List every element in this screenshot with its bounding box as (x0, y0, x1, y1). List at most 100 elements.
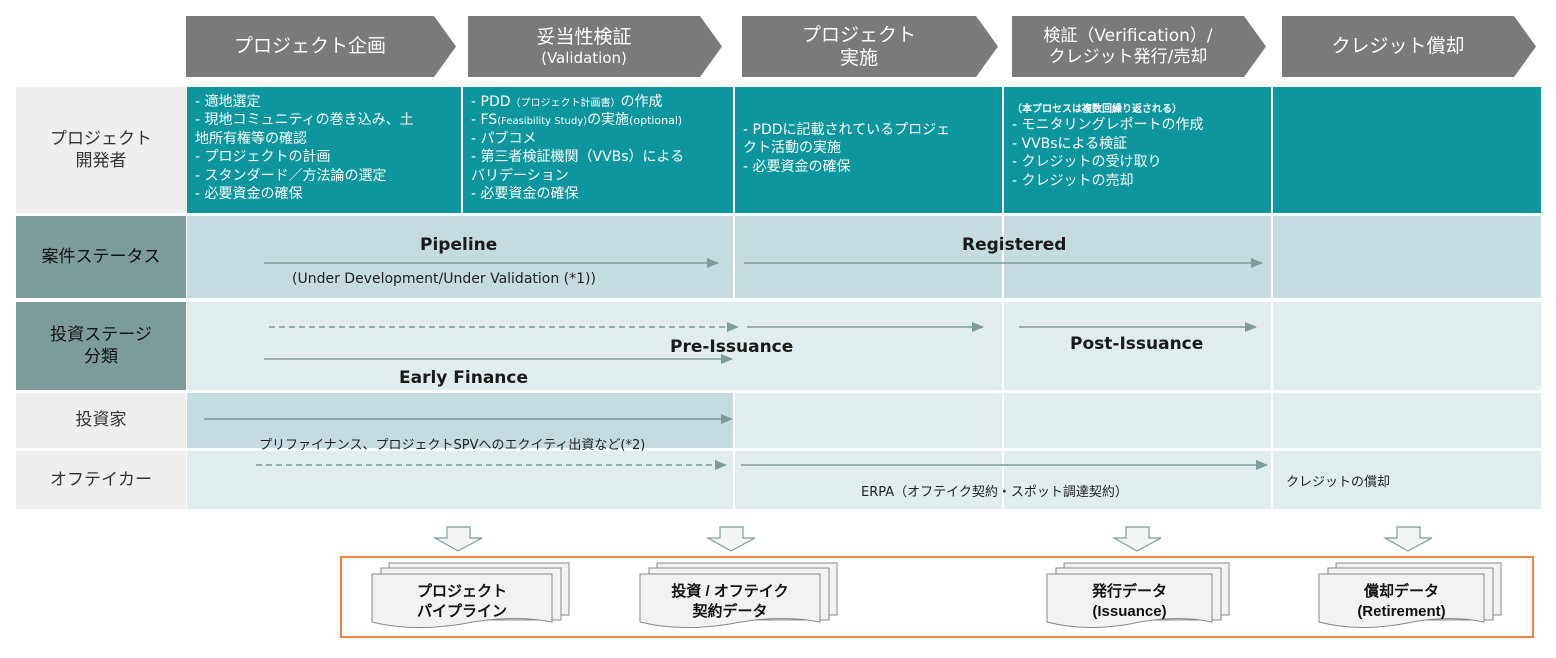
task-line: - 第三者検証機関（VVBs）による (471, 149, 685, 166)
row-label-line: 分類 (84, 347, 118, 367)
task-line: - 適地選定 (195, 94, 261, 110)
investor-band-right (735, 393, 1541, 448)
down-arrow-icon (705, 526, 756, 552)
developer-cell-verification: （本プロセスは複数回繰り返される） - モニタリングレポートの作成 - VVBs… (1004, 87, 1271, 213)
document-stack-icon (639, 562, 838, 629)
document-label-line: 契約データ (692, 602, 768, 620)
task-line: 地所有権等の確認 (195, 130, 307, 147)
row-label-investor: 投資家 (16, 393, 186, 448)
developer-cell-implementation: - PDDに記載されているプロジェ クト活動の実施 - 必要資金の確保 (735, 87, 1002, 213)
column-divider (1271, 216, 1273, 509)
task-text: - PDD (471, 94, 511, 110)
document-label-issuance: 発行データ (Issuance) (1047, 582, 1212, 621)
offtaker-retire-note: クレジットの償却 (1286, 475, 1391, 490)
chevron-shape (1282, 16, 1536, 77)
process-note: （本プロセスは複数回繰り返される） (1012, 104, 1182, 115)
chevron-shape (1012, 16, 1266, 77)
task-line: - プロジェクトの計画 (195, 149, 331, 166)
down-arrow-icon (1382, 526, 1433, 552)
chevron-shape (468, 16, 722, 77)
row-label-investment-stage: 投資ステージ 分類 (16, 302, 186, 390)
chevron-shape (742, 16, 998, 77)
task-line: - 現地コミュニティの巻き込み、土 (195, 112, 414, 129)
developer-cell-planning: - 適地選定 - 現地コミュニティの巻き込み、土 地所有権等の確認 - プロジェ… (187, 87, 461, 213)
document-label-line: (Issuance) (1092, 602, 1167, 620)
task-line: クト活動の実施 (743, 140, 841, 157)
stage-early-finance-label: Early Finance (399, 368, 529, 388)
status-pipeline-note: (Under Development/Under Validation (*1)… (292, 271, 596, 287)
task-text-small: (optional) (629, 114, 683, 128)
phase-title: プロジェクト企画 (233, 35, 386, 58)
task-line: - 必要資金の確保 (471, 186, 579, 203)
task-line: - モニタリングレポートの作成 (1012, 117, 1204, 134)
offtaker-band-left (187, 451, 733, 509)
task-line: - PDDに記載されているプロジェ (743, 122, 951, 138)
task-line: - スタンダード／方法論の選定 (195, 167, 387, 184)
phase-subtitle: クレジット発行/売却 (1048, 46, 1208, 67)
investor-band-left (187, 393, 733, 448)
phase-chevron-implementation: プロジェクト 実施 (742, 16, 998, 77)
row-label-line: オフテイカー (50, 469, 152, 490)
row-label-line: 投資ステージ (50, 324, 152, 345)
phase-subtitle: 実施 (839, 46, 878, 69)
phase-title: 妥当性検証 (536, 26, 632, 49)
column-divider (733, 393, 735, 509)
status-registered-label: Registered (962, 235, 1067, 255)
document-label-investment: 投資 / オフテイク 契約データ (640, 582, 820, 621)
stage-preissuance-label: Pre-Issuance (670, 337, 794, 357)
task-line: - PDD（プロジェクト計画書）の作成 (471, 93, 725, 111)
row-label-status: 案件ステータス (16, 216, 186, 298)
task-text-small: (Feasibility Study) (497, 116, 588, 128)
offtaker-erpa-note: ERPA（オフテイク契約・スポット調達契約） (861, 485, 1128, 500)
phase-chevron-verification: 検証（Verification）/ クレジット発行/売却 (1012, 16, 1266, 77)
investor-note: プリファイナンス、プロジェクトSPVへのエクイティ出資など(*2) (259, 438, 646, 453)
row-label-line: プロジェクト (50, 128, 152, 149)
status-band (187, 216, 1541, 298)
document-label-retirement: 償却データ (Retirement) (1319, 582, 1484, 621)
task-line: - FS(Feasibility Study)の実施(optional) (471, 111, 725, 129)
developer-cell-validation: - PDD（プロジェクト計画書）の作成 - FS(Feasibility Stu… (463, 87, 733, 213)
task-line: - クレジットの売却 (1012, 172, 1134, 189)
document-label-line: 投資 / オフテイク (671, 583, 789, 600)
row-label-line: 案件ステータス (41, 246, 161, 267)
document-label-line: (Retirement) (1357, 602, 1446, 620)
offtaker-band-right (735, 451, 1541, 509)
task-line: - 必要資金の確保 (743, 158, 851, 175)
row-label-line: 開発者 (75, 151, 127, 171)
document-label-pipeline: プロジェクト パイプライン (372, 582, 552, 621)
document-stack-icon (371, 562, 570, 629)
phase-chevron-planning: プロジェクト企画 (186, 16, 456, 77)
task-text: の作成 (620, 94, 663, 110)
column-divider (733, 216, 735, 298)
down-arrow-icon (432, 526, 483, 552)
document-stack-icon (1046, 562, 1230, 629)
phase-subtitle: (Validation) (541, 48, 627, 67)
row-label-offtaker: オフテイカー (16, 451, 186, 509)
phase-title: プロジェクト (801, 23, 916, 46)
document-stack-icon (1318, 562, 1502, 629)
row-label-line: 投資家 (75, 410, 127, 431)
down-arrow-icon (1111, 526, 1162, 552)
chevron-shape (186, 16, 456, 77)
task-line: - パブコメ (471, 130, 537, 147)
document-label-line: プロジェクト (416, 583, 507, 600)
stage-band (187, 302, 1541, 390)
column-divider (1002, 216, 1004, 509)
output-data-box (340, 556, 1534, 638)
task-line: - クレジットの受け取り (1012, 154, 1162, 171)
phase-title: クレジット償却 (1331, 35, 1465, 58)
task-line: - 必要資金の確保 (195, 186, 303, 203)
document-label-line: パイプライン (416, 602, 507, 620)
phase-title: 検証（Verification）/ (1043, 26, 1213, 47)
task-line: - VVBsによる検証 (1012, 135, 1128, 152)
task-line: バリデーション (471, 167, 569, 184)
document-label-line: 償却データ (1363, 583, 1439, 600)
stage-postissuance-label: Post-Issuance (1070, 334, 1204, 354)
status-pipeline-label: Pipeline (420, 235, 498, 255)
phase-chevron-retirement: クレジット償却 (1282, 16, 1536, 77)
row-label-developer: プロジェクト 開発者 (16, 87, 186, 213)
task-text: の実施 (587, 112, 630, 129)
